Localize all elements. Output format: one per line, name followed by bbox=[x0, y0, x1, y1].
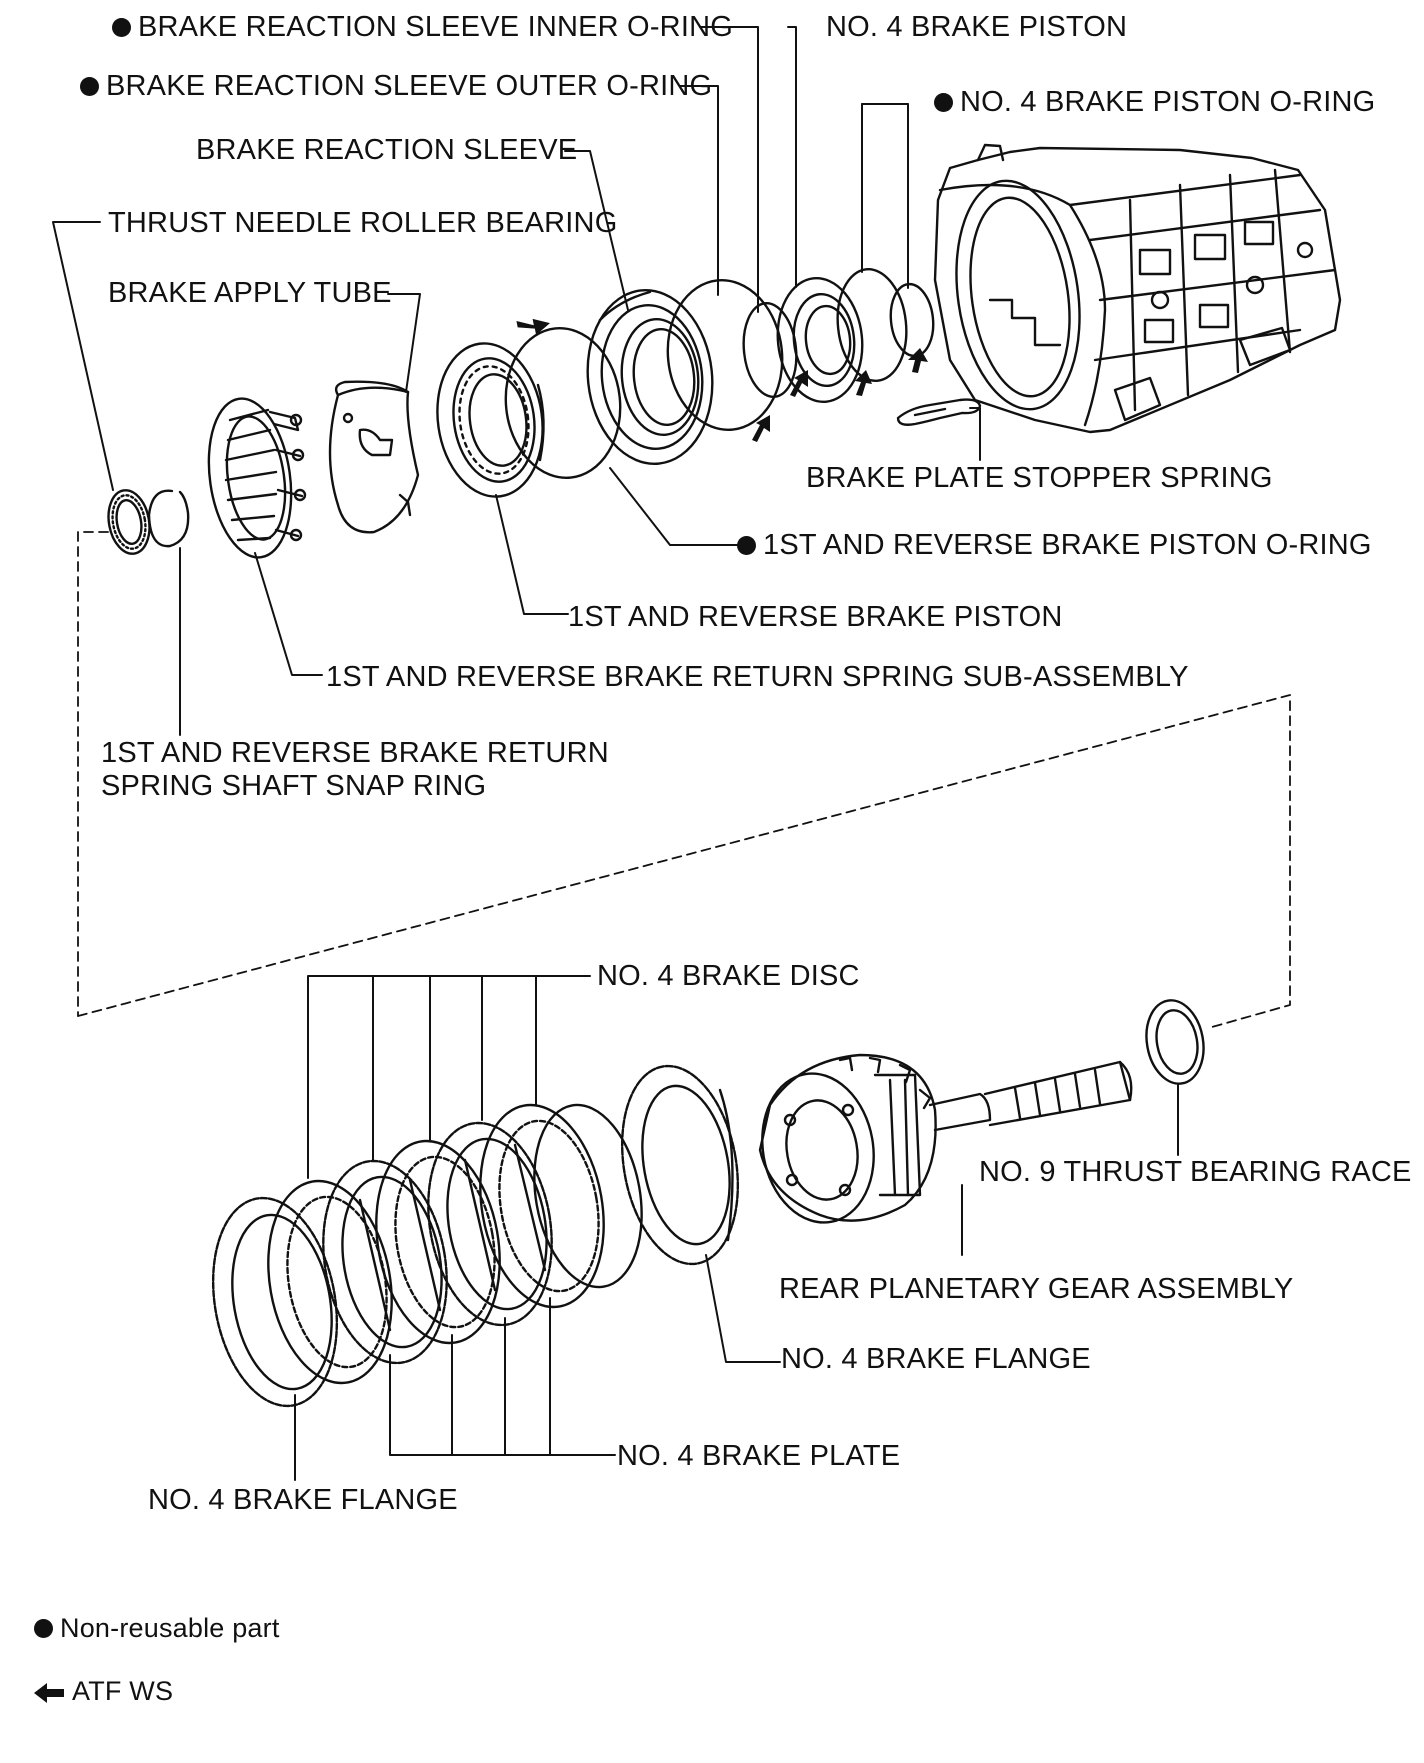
snap-ring bbox=[147, 489, 190, 548]
label-return-spring: 1ST AND REVERSE BRAKE RETURN SPRING SUB-… bbox=[326, 661, 1189, 693]
dashed-connector bbox=[77, 531, 1291, 1028]
non-reusable-marker-icon bbox=[112, 18, 131, 37]
legend-non-reusable: Non-reusable part bbox=[34, 1613, 280, 1644]
label-no4-piston: NO. 4 BRAKE PISTON bbox=[826, 11, 1128, 43]
leader-lines-lower bbox=[294, 975, 1179, 1481]
reaction-sleeve-inner-oring bbox=[742, 301, 798, 399]
brake-reaction-sleeve bbox=[586, 289, 714, 465]
label-outer-oring: BRAKE REACTION SLEEVE OUTER O-RING bbox=[80, 70, 712, 103]
non-reusable-marker-icon bbox=[934, 93, 953, 112]
label-no4-plate: NO. 4 BRAKE PLATE bbox=[617, 1440, 901, 1472]
label-thrust-bearing: THRUST NEEDLE ROLLER BEARING bbox=[108, 207, 618, 239]
no4-brake-flange-lower-part bbox=[211, 1196, 339, 1408]
label-no4-disc: NO. 4 BRAKE DISC bbox=[597, 960, 860, 992]
label-no4-flange-upper: NO. 4 BRAKE FLANGE bbox=[781, 1343, 1091, 1375]
no4-brake-piston bbox=[776, 276, 864, 404]
first-reverse-piston-oring bbox=[504, 326, 622, 480]
brake-plate-stopper-spring bbox=[896, 398, 982, 426]
label-first-rev-piston: 1ST AND REVERSE BRAKE PISTON bbox=[568, 601, 1063, 633]
thrust-needle-roller-bearing bbox=[107, 489, 151, 555]
label-inner-oring: BRAKE REACTION SLEEVE INNER O-RING bbox=[112, 11, 733, 44]
atf-arrows bbox=[516, 318, 928, 442]
non-reusable-marker-icon bbox=[80, 77, 99, 96]
no9-thrust-bearing-race bbox=[1145, 999, 1205, 1085]
label-thrust-race: NO. 9 THRUST BEARING RACE bbox=[979, 1156, 1412, 1188]
label-no4-piston-oring: NO. 4 BRAKE PISTON O-RING bbox=[934, 86, 1375, 119]
reaction-sleeve-outer-oring bbox=[666, 278, 784, 432]
leader-lines-upper bbox=[52, 26, 981, 736]
first-reverse-brake-piston bbox=[436, 342, 545, 498]
label-apply-tube: BRAKE APPLY TUBE bbox=[108, 277, 392, 309]
label-first-rev-piston-oring: 1ST AND REVERSE BRAKE PISTON O-RING bbox=[737, 529, 1372, 562]
return-spring-sub-assembly bbox=[207, 397, 307, 559]
label-no4-flange-lower: NO. 4 BRAKE FLANGE bbox=[148, 1484, 458, 1516]
label-rear-planetary: REAR PLANETARY GEAR ASSEMBLY bbox=[779, 1273, 1294, 1305]
label-snap-ring-line1: 1ST AND REVERSE BRAKE RETURN bbox=[101, 737, 609, 769]
left-arrow-icon bbox=[34, 1682, 64, 1703]
rear-planetary-gear-assembly bbox=[758, 1053, 1133, 1224]
filled-circle-icon bbox=[34, 1619, 53, 1638]
label-snap-ring-line2: SPRING SHAFT SNAP RING bbox=[101, 770, 487, 802]
label-stopper-spring: BRAKE PLATE STOPPER SPRING bbox=[806, 462, 1273, 494]
no4-brake-flange-upper-part bbox=[620, 1064, 740, 1266]
non-reusable-marker-icon bbox=[737, 536, 756, 555]
legend-atf: ATF WS bbox=[34, 1676, 173, 1707]
no4-brake-discs-plates bbox=[267, 1103, 643, 1385]
transmission-case bbox=[933, 143, 1342, 434]
label-reaction-sleeve: BRAKE REACTION SLEEVE bbox=[196, 134, 578, 166]
brake-apply-tube bbox=[328, 380, 420, 534]
